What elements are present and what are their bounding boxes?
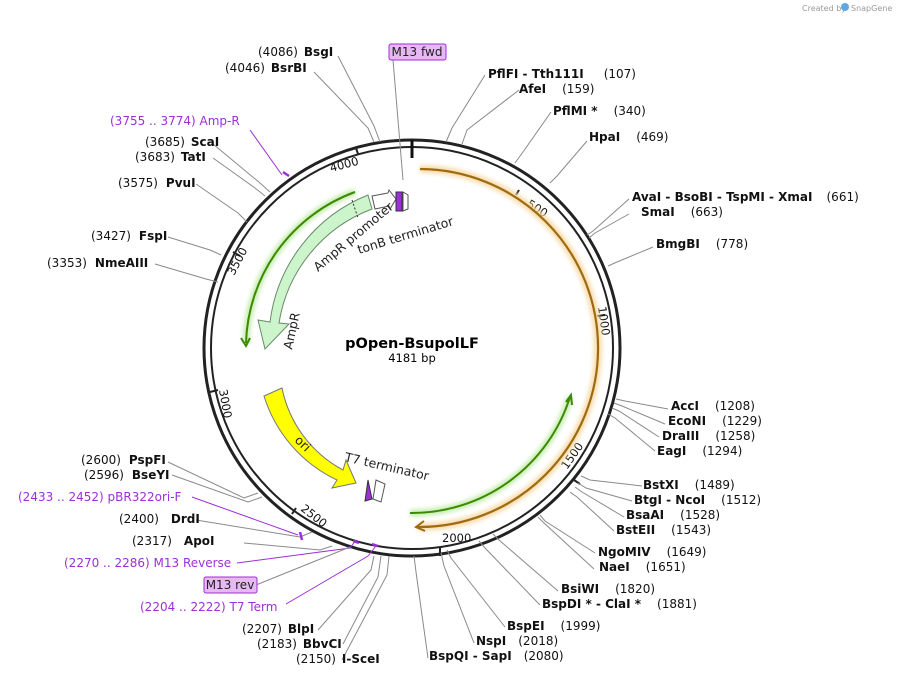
enzyme-blpi[interactable]: (2207)BlpI: [242, 622, 314, 636]
primer-t7-term[interactable]: (2204 .. 2222) T7 Term: [140, 600, 277, 614]
ampr-promoter-arrow: [371, 188, 397, 211]
enzyme-nmeaiii[interactable]: (3353)NmeAIII: [47, 256, 148, 270]
primer-box-m13-fwd-label: M13 fwd: [392, 45, 443, 59]
enzyme-bstxi[interactable]: BstXI(1489): [643, 478, 735, 492]
primer-box-m13-rev-label: M13 rev: [206, 578, 255, 592]
feature-label-t7: T7 terminator: [342, 449, 431, 483]
enzyme-bmgbi[interactable]: BmgBI(778): [656, 237, 748, 251]
enzyme-apoi[interactable]: (2317)ApoI: [132, 534, 215, 548]
enzyme-bspqi[interactable]: BspQI - SapI(2080): [429, 649, 564, 663]
enzyme-hpai[interactable]: HpaI(469): [589, 130, 668, 144]
enzyme-avai[interactable]: AvaI - BsoBI - TspMI - XmaI(661): [632, 190, 859, 204]
enzyme-smai[interactable]: SmaI(663): [641, 205, 723, 219]
credit-brand: SnapGene: [851, 4, 892, 13]
snapgene-logo-icon: [841, 3, 849, 11]
orf-orange-arrow: [414, 165, 602, 532]
t7-terminator-mark: [364, 479, 373, 502]
primer-m13-reverse[interactable]: (2270 .. 2286) M13 Reverse: [64, 556, 231, 570]
enzyme-nspi[interactable]: NspI(2018): [476, 634, 558, 648]
enzyme-bsaai[interactable]: BsaAI(1528): [626, 508, 720, 522]
enzyme-labels: (4086)BsgI (4046)BsrBI PflFI - Tth111I(1…: [47, 45, 859, 666]
enzyme-econi[interactable]: EcoNI(1229): [668, 414, 762, 428]
primer-leader-lines: [191, 59, 404, 605]
tick-2000: 2000: [442, 531, 471, 545]
enzyme-bsgi[interactable]: (4086)BsgI: [258, 45, 333, 59]
enzyme-bseyi[interactable]: (2596)BseYI: [84, 468, 170, 482]
feature-label-ampr: AmpR: [280, 311, 303, 351]
enzyme-ngomiv[interactable]: NgoMIV(1649): [598, 545, 706, 559]
enzyme-bbvci[interactable]: (2183)BbvCI: [257, 637, 342, 651]
enzyme-pflfi[interactable]: PflFI - Tth111I(107): [488, 67, 636, 81]
primer-pbr322ori-f[interactable]: (2433 .. 2452) pBR322ori-F: [18, 490, 182, 504]
enzyme-afei[interactable]: AfeI(159): [519, 82, 594, 96]
orf-green-arrow-left: [240, 188, 357, 349]
enzyme-pflmi[interactable]: PflMI *(340): [553, 104, 646, 118]
ampr-promoter-divider: [351, 199, 359, 219]
enzyme-tati[interactable]: (3683)TatI: [135, 150, 206, 164]
enzyme-bspdi[interactable]: BspDI * - ClaI *(1881): [542, 597, 697, 611]
enzyme-pvui[interactable]: (3575)PvuI: [118, 176, 196, 190]
primer-ampr-r[interactable]: (3755 .. 3774) Amp-R: [110, 114, 240, 128]
t7-terminator-arrow: [372, 479, 386, 503]
plasmid-name: pOpen-BsupolLF: [345, 336, 479, 352]
enzyme-naei[interactable]: NaeI(1651): [599, 560, 686, 574]
ampr-feature-arrow: [257, 194, 373, 351]
tick-3000: 3000: [216, 388, 235, 419]
enzyme-eagi[interactable]: EagI(1294): [657, 444, 742, 458]
tonb-terminator-mark: [395, 191, 403, 212]
enzyme-fspi[interactable]: (3427)FspI: [91, 229, 167, 243]
enzyme-bsteii[interactable]: BstEII(1543): [616, 523, 711, 537]
snapgene-credit: Created by SnapGene: [802, 3, 892, 13]
enzyme-bsiwi[interactable]: BsiWI(1820): [561, 582, 655, 596]
enzyme-acci[interactable]: AccI(1208): [671, 399, 755, 413]
enzyme-scai[interactable]: (3685)ScaI: [145, 135, 219, 149]
plasmid-length: 4181 bp: [388, 351, 436, 365]
orf-green-arrow-right: [409, 392, 574, 517]
tonb-terminator-arrow: [402, 191, 409, 212]
primer-labels: (3755 .. 3774) Amp-R (2433 .. 2452) pBR3…: [18, 43, 447, 614]
enzyme-draiii[interactable]: DraIII(1258): [662, 429, 755, 443]
primer-box-m13-fwd[interactable]: [388, 43, 447, 61]
enzyme-iscei[interactable]: (2150)I-SceI: [296, 652, 380, 666]
ori-feature-arrow: [263, 387, 357, 489]
enzyme-bspei[interactable]: BspEI(1999): [507, 619, 600, 633]
enzyme-pspfi[interactable]: (2600)PspFI: [81, 453, 166, 467]
primer-box-m13-rev[interactable]: [203, 576, 258, 594]
credit-prefix: Created by: [802, 4, 846, 13]
enzyme-drdi[interactable]: (2400)DrdI: [119, 512, 200, 526]
enzyme-bsrbi[interactable]: (4046)BsrBI: [225, 61, 307, 75]
enzyme-btgi[interactable]: BtgI - NcoI(1512): [634, 493, 761, 507]
